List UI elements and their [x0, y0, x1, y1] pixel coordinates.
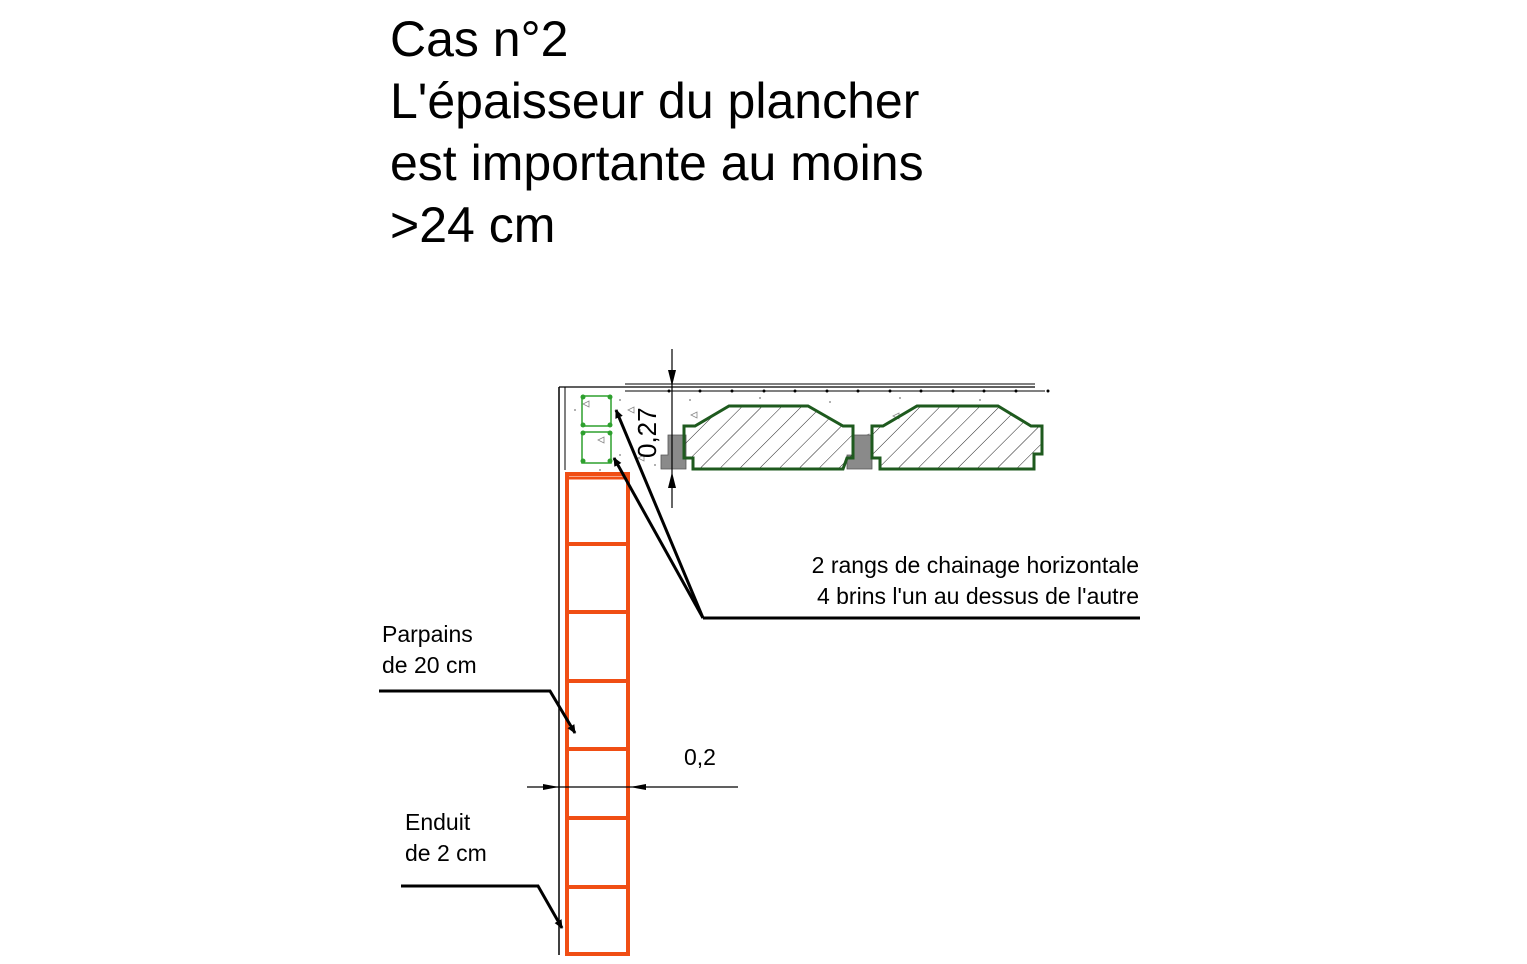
parpains-annotation: Parpains de 20 cm	[382, 619, 477, 681]
parpains-leader	[379, 689, 577, 734]
parpains-line-2: de 20 cm	[382, 652, 477, 678]
enduit-line-2: de 2 cm	[405, 840, 487, 866]
floor-slab-1	[682, 404, 855, 471]
floor-slab-2	[870, 404, 1044, 471]
wall-thickness-dimension	[527, 784, 738, 790]
enduit-leader	[401, 884, 564, 929]
chainage-line-1: 2 rangs de chainage horizontale	[811, 552, 1139, 578]
chainage-leader	[612, 409, 1140, 620]
rebar-cage-lower	[580, 430, 613, 464]
block-wall	[565, 472, 630, 956]
rebar-cage-upper	[580, 394, 613, 428]
chainage-line-2: 4 brins l'un au dessus de l'autre	[816, 583, 1139, 609]
enduit-annotation: Enduit de 2 cm	[405, 807, 487, 869]
floor-thickness-dimension	[668, 349, 676, 508]
floor-thickness-label: 0,27	[632, 407, 662, 458]
title-line-4: >24 cm	[390, 197, 556, 253]
enduit-render-layer	[558, 387, 566, 955]
diagram-title: Cas n°2 L'épaisseur du plancher est impo…	[390, 8, 924, 256]
title-line-2: L'épaisseur du plancher	[390, 73, 920, 129]
title-line-3: est importante au moins	[390, 135, 924, 191]
enduit-line-1: Enduit	[405, 809, 471, 835]
parpains-line-1: Parpains	[382, 621, 473, 647]
chainage-annotation: 2 rangs de chainage horizontale 4 brins …	[762, 550, 1139, 612]
wall-thickness-label: 0,2	[684, 744, 716, 770]
slab-support-left	[660, 434, 687, 470]
concrete-chainage-zone	[559, 383, 1050, 471]
title-line-1: Cas n°2	[390, 11, 569, 67]
